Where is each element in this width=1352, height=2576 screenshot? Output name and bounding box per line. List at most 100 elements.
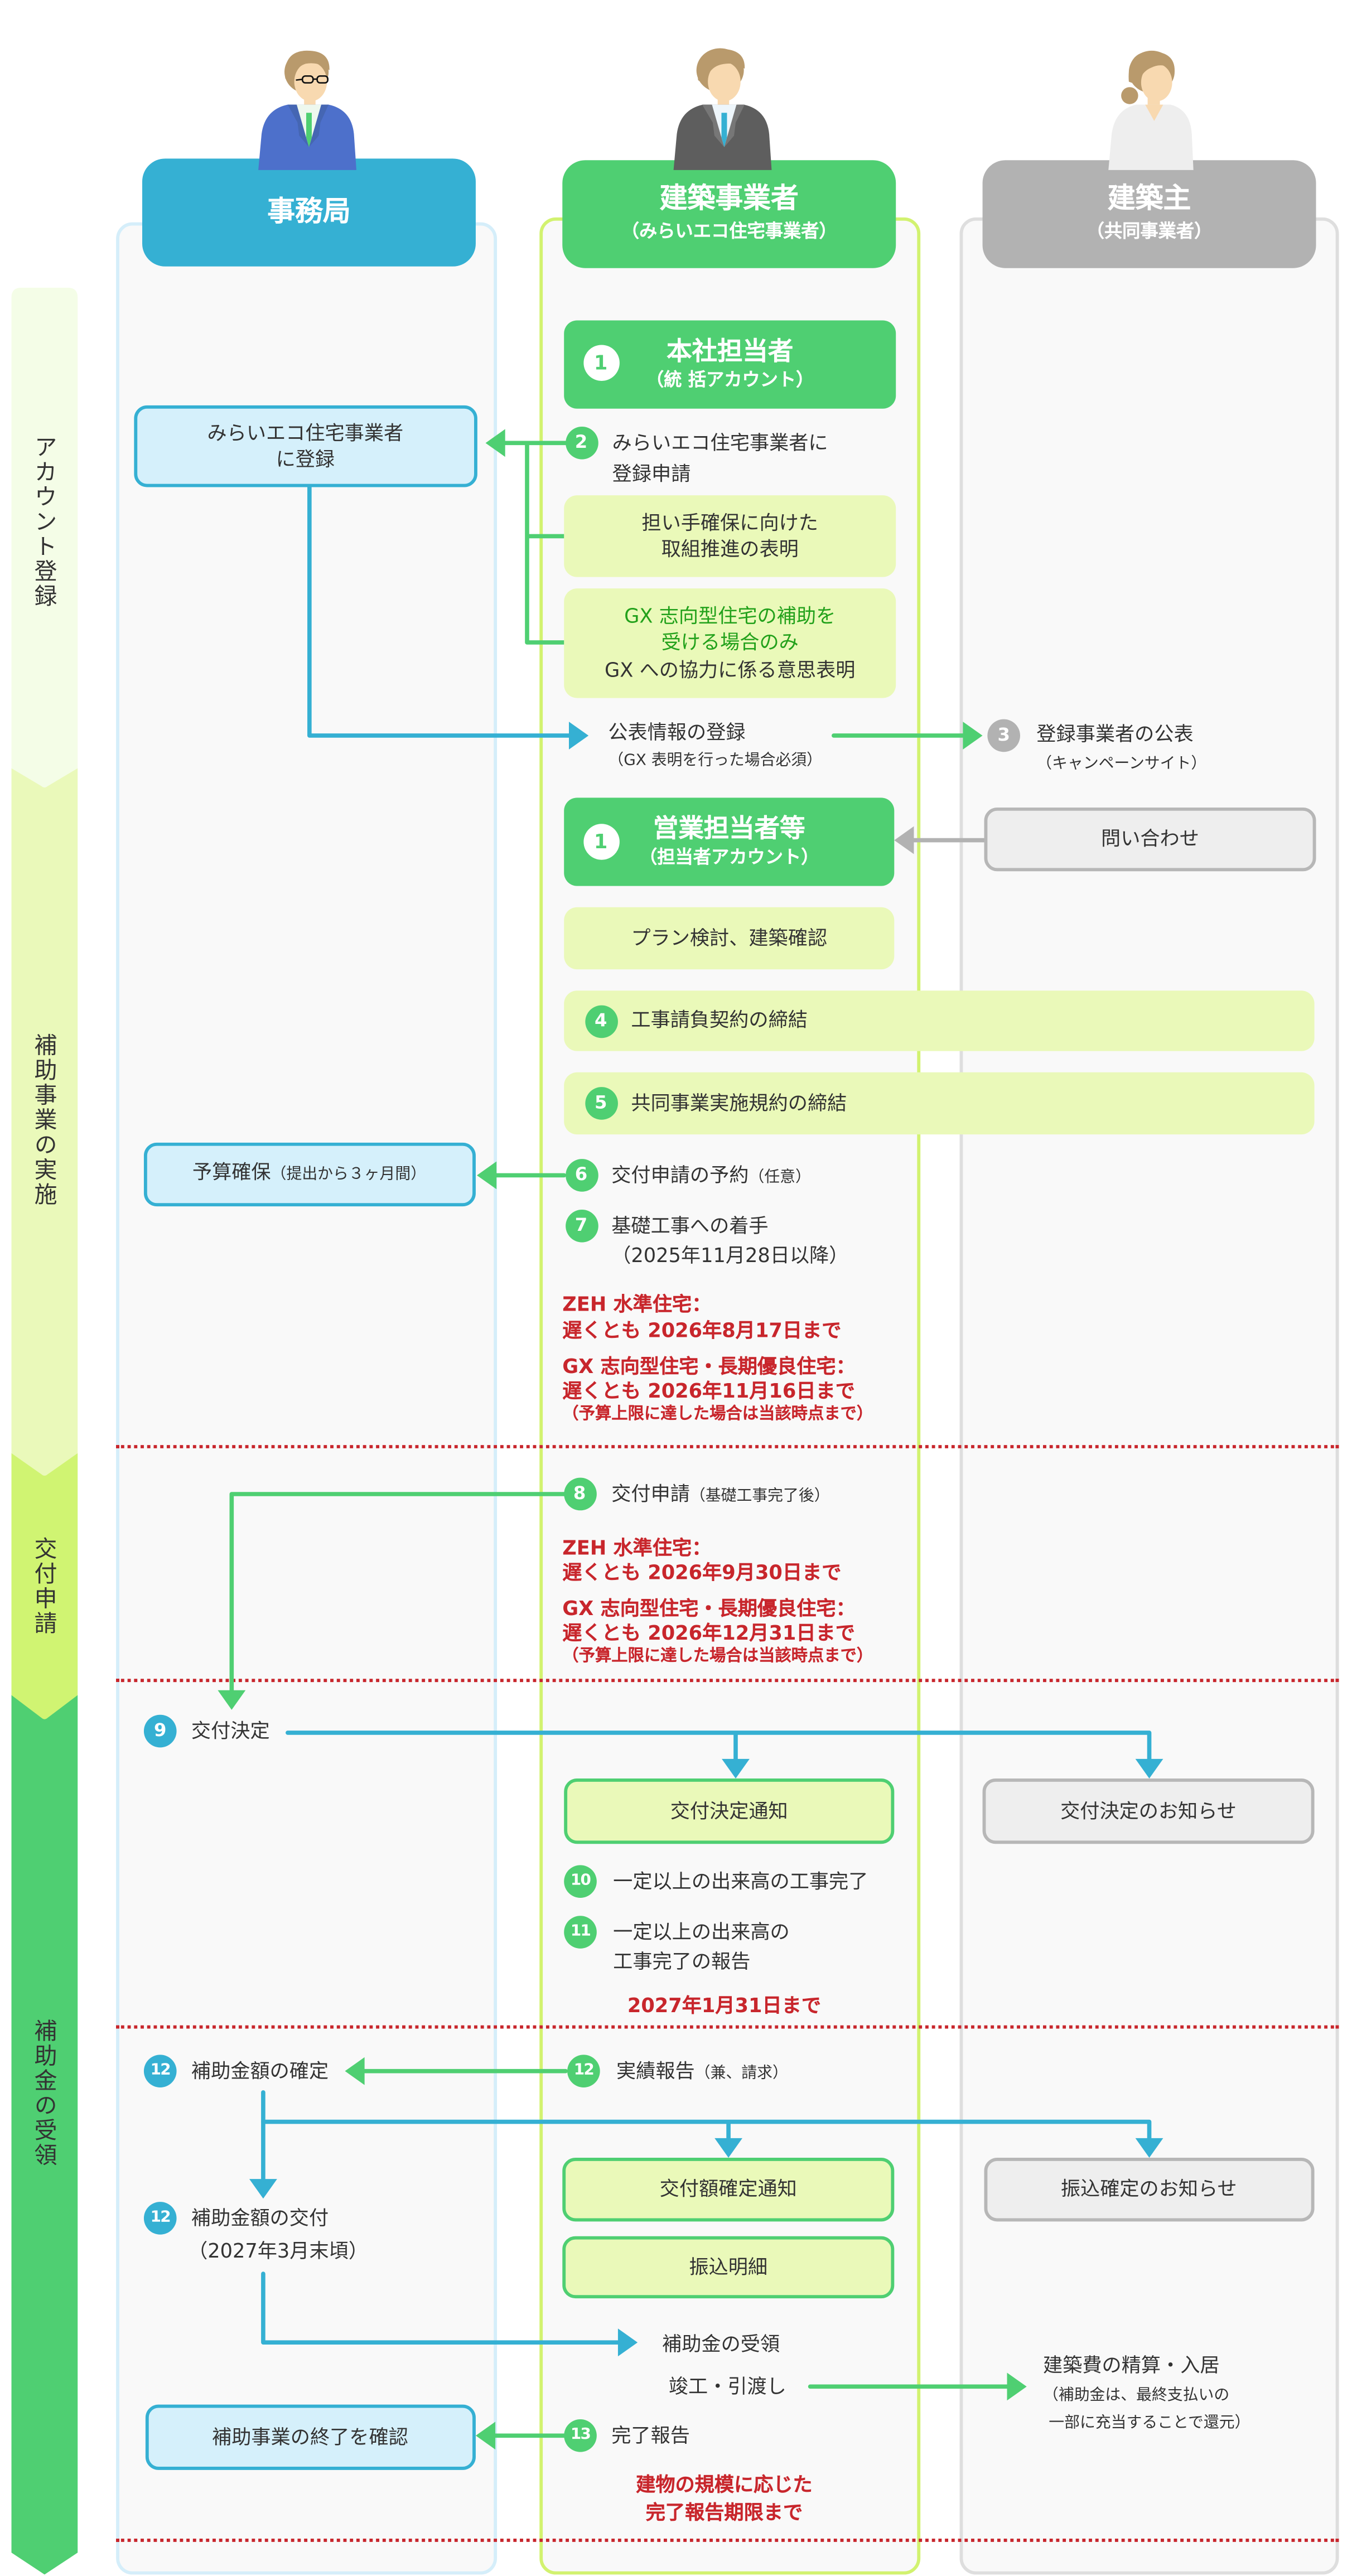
contract-box: 工事請負契約の締結 (564, 990, 1315, 1051)
performance-report-text: 実績報告（兼、請求） (616, 2056, 788, 2089)
step-badge: 8 (563, 1477, 596, 1511)
progress-complete-label: 一定以上の出来高の工事完了 (613, 1869, 868, 1892)
public-info-label: 公表情報の登録 (608, 720, 746, 743)
budget-hold-box: 予算確保（提出から３ヶ月間） (143, 1142, 476, 1207)
budget-hold-note: （提出から３ヶ月間） (271, 1166, 427, 1184)
arrow-reservation-to-budget (476, 1161, 567, 1190)
step-badge: 9 (143, 1714, 177, 1748)
step-badge: 1 (582, 345, 619, 381)
step-badge: 5 (584, 1087, 617, 1120)
deadline-heading: GX 志向型住宅・長期優良住宅： (562, 1355, 856, 1378)
settlement-note-line: （補助金は、最終支払いの (1043, 2386, 1230, 2404)
deadline-date: 遅くとも 2026年11月16日まで (562, 1379, 855, 1403)
workforce-pledge-line: 担い手確保に向けた (641, 510, 819, 534)
foundation-start-label: 基礎工事への着手 (611, 1214, 769, 1238)
phase-label-account-registration: アカウント登録 (31, 434, 57, 609)
phase-band-account-registration (11, 287, 78, 788)
progress-report-text: 一定以上の出来高の 工事完了の報告 (613, 1917, 790, 1976)
arrow-inquiry-to-sales (894, 826, 987, 854)
arrow-completion-report-to-check (475, 2422, 567, 2450)
publication-label: 登録事業者の公表 (1036, 722, 1194, 745)
workforce-pledge-line: 取組推進の表明 (661, 538, 799, 561)
transfer-info-box: 振込確定のお知らせ (983, 2158, 1315, 2222)
decision-notice-box: 交付決定通知 (564, 1778, 895, 1844)
apply-line: 登録申請 (612, 462, 691, 485)
deadline-separator (115, 1679, 1339, 1683)
glasses-icon (296, 75, 329, 84)
phase-label-implementation: 補助事業の実施 (31, 1033, 57, 1207)
progress-report-line: 工事完了の報告 (613, 1950, 751, 1973)
deadline-separator (115, 2024, 1339, 2028)
step-badge: 11 (564, 1916, 597, 1949)
amount-notice-label: 交付額確定通知 (659, 2177, 797, 2201)
decision-label: 交付決定 (191, 1719, 270, 1742)
gx-condition-line: 受ける場合のみ (661, 631, 799, 655)
decision-info-label: 交付決定のお知らせ (1060, 1799, 1237, 1823)
arrow-apply-to-register (485, 429, 568, 645)
transfer-detail-label: 振込明細 (689, 2255, 768, 2278)
register-box: みらいエコ住宅事業者 に登録 (133, 405, 477, 487)
arrow-application-to-decision (218, 1492, 567, 1710)
publication-note: （キャンペーンサイト） (1036, 755, 1207, 774)
amount-notice-box: 交付額確定通知 (562, 2158, 895, 2222)
header-builder-title: 建築事業者 (659, 183, 799, 216)
step-badge: 3 (987, 719, 1020, 752)
decision-notice-label: 交付決定通知 (670, 1799, 788, 1823)
step-badge: 6 (564, 1159, 598, 1192)
decision-info-box: 交付決定のお知らせ (982, 1778, 1315, 1844)
contract-label: 工事請負契約の締結 (631, 1009, 808, 1032)
step-badge: 12 (143, 2055, 177, 2087)
plan-review-box: プラン検討、建築確認 (564, 907, 895, 970)
reservation-text: 交付申請の予約（任意） (611, 1160, 811, 1193)
arrow-report-to-confirm (345, 2057, 568, 2085)
sales-contact-subtitle: （担当者アカウント） (639, 845, 819, 867)
gx-pledge-box: GX 志向型住宅の補助を 受ける場合のみ GX への協力に係る意思表明 (564, 588, 896, 698)
foundation-start-note: （2025年11月28日以降） (611, 1244, 849, 1267)
apply-line: みらいエコ住宅事業者に (612, 431, 828, 454)
completion-check-box: 補助事業の終了を確認 (144, 2404, 476, 2470)
reservation-label: 交付申請の予約 (611, 1163, 749, 1186)
deadline-heading: GX 志向型住宅・長期優良住宅： (562, 1597, 856, 1620)
payment-note: （2027年3月末頃） (188, 2239, 369, 2262)
gx-statement: GX への協力に係る意思表明 (604, 658, 856, 682)
foundation-start-text: 基礎工事への着手 （2025年11月28日以降） (611, 1211, 848, 1270)
handover-label: 竣工・引渡し (668, 2374, 786, 2398)
phase-band-grant-receipt (11, 1695, 78, 2575)
apply-text: みらいエコ住宅事業者に 登録申請 (612, 427, 828, 489)
header-secretariat: 事務局 (142, 158, 476, 267)
header-owner: 建築主 （共同事業者） (982, 160, 1316, 268)
hq-contact-title: 本社担当者 (667, 336, 794, 366)
hq-contact-subtitle: （統 括アカウント） (646, 368, 814, 390)
completion-deadline-line: 建物の規模に応じた (636, 2472, 813, 2496)
arrow-register-to-public-info (307, 485, 589, 750)
arrow-decision-to-notices (286, 1731, 1163, 1779)
settlement-note-line: 一部に充当することで還元） (1049, 2414, 1250, 2433)
phase-band-grant-application (11, 1453, 78, 1719)
step-badge: 13 (564, 2419, 597, 2452)
sales-contact-title: 営業担当者等 (653, 813, 805, 843)
transfer-info-label: 振込確定のお知らせ (1060, 2177, 1237, 2201)
phase-label-grant-receipt: 補助金の受領 (31, 2018, 57, 2168)
header-owner-title: 建築主 (1107, 183, 1191, 216)
public-info-note: （GX 表明を行った場合必須） (608, 752, 823, 770)
phase-band-implementation (11, 768, 78, 1476)
step-badge: 4 (584, 1005, 617, 1038)
deadline-separator (115, 1444, 1339, 1448)
deadline-separator (115, 2538, 1339, 2541)
deadline-heading: ZEH 水準住宅： (562, 1536, 712, 1560)
progress-report-line: 一定以上の出来高の (613, 1921, 790, 1944)
payment-label: 補助金額の交付 (191, 2206, 329, 2229)
transfer-detail-box: 振込明細 (562, 2235, 895, 2299)
gx-condition-line: GX 志向型住宅の補助を (624, 604, 836, 627)
hq-contact-box: 本社担当者 （統 括アカウント） (564, 320, 896, 409)
inquiry-box: 問い合わせ (984, 807, 1316, 872)
plan-review-label: プラン検討、建築確認 (631, 926, 828, 950)
completion-check-label: 補助事業の終了を確認 (212, 2425, 408, 2449)
reservation-note: （任意） (749, 1168, 811, 1186)
step-badge: 2 (564, 427, 598, 460)
step-badge: 7 (564, 1209, 598, 1243)
lane-secretariat (115, 222, 496, 2575)
phase-bar (11, 287, 78, 2575)
header-owner-subtitle: （共同事業者） (1086, 220, 1213, 242)
